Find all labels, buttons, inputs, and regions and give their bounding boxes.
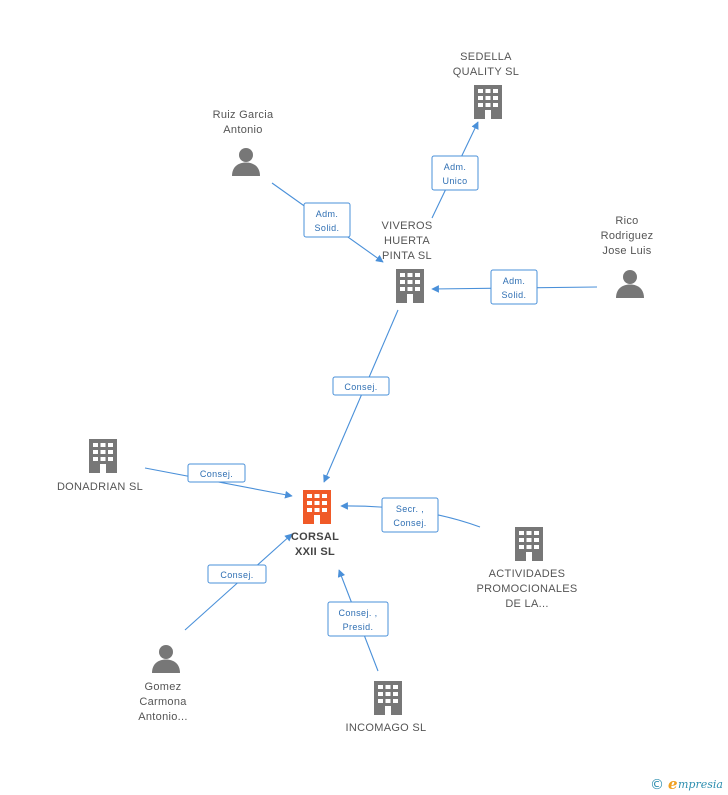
edge-label-line: Adm. — [444, 162, 467, 172]
edge-label-rico-viveros[interactable]: Adm. Solid. — [490, 269, 538, 305]
node-gomez-carmona[interactable]: Gomez Carmona Antonio... — [138, 645, 187, 723]
node-label-line: CORSAL — [291, 531, 339, 543]
node-label-line: VIVEROS — [381, 220, 432, 232]
node-sedella-quality[interactable]: SEDELLA QUALITY SL — [453, 51, 519, 119]
edge-label-line: Consej. — [344, 382, 377, 392]
node-label-line: DONADRIAN SL — [57, 481, 143, 493]
edge-label-ruiz-viveros[interactable]: Adm. Solid. — [303, 202, 351, 238]
node-label-line: Jose Luis — [602, 245, 651, 257]
node-label-line: Ruiz Garcia — [213, 109, 274, 121]
node-rico-rodriguez[interactable]: Rico Rodriguez Jose Luis — [601, 215, 654, 298]
node-incomago[interactable]: INCOMAGO SL — [346, 681, 427, 734]
edge-label-incomago-corsal[interactable]: Consej. , Presid. — [327, 601, 389, 637]
building-icon — [374, 681, 402, 715]
building-icon — [396, 269, 424, 303]
node-label-line: DE LA... — [505, 598, 548, 610]
edge-label-viveros-corsal[interactable]: Consej. — [332, 376, 390, 396]
node-label-line: SEDELLA — [460, 51, 512, 63]
edge-label-line: Adm. — [503, 276, 526, 286]
edge-label-line: Presid. — [343, 622, 374, 632]
copyright-icon: © — [650, 777, 664, 793]
person-icon — [232, 148, 260, 176]
building-icon — [303, 490, 331, 524]
node-viveros-huerta[interactable]: VIVEROS HUERTA PINTA SL — [381, 220, 432, 303]
empresia-logo: © e mpresia — [650, 775, 723, 793]
edge-label-line: Unico — [442, 176, 467, 186]
edge-line-viveros-corsal — [323, 309, 399, 483]
person-icon — [616, 270, 644, 298]
edge-label-line: Solid. — [315, 223, 340, 233]
node-label-line: Rodriguez — [601, 230, 654, 242]
building-icon — [474, 85, 502, 119]
node-label-line: HUERTA — [384, 235, 430, 247]
brand-e-letter: e — [668, 775, 678, 793]
person-icon — [152, 645, 180, 673]
edge-label-viveros-sedella[interactable]: Adm. Unico — [431, 155, 479, 191]
node-actividades-promocionales[interactable]: ACTIVIDADES PROMOCIONALES DE LA... — [476, 527, 577, 610]
node-ruiz-garcia[interactable]: Ruiz Garcia Antonio — [213, 109, 274, 176]
node-label-line: PINTA SL — [382, 250, 432, 262]
node-donadrian[interactable]: DONADRIAN SL — [57, 439, 143, 493]
node-label-line: INCOMAGO SL — [346, 722, 427, 734]
edge-label-line: Consej. — [200, 469, 233, 479]
node-label-line: Antonio — [223, 124, 262, 136]
edge-label-line: Solid. — [502, 290, 527, 300]
node-label-line: Gomez — [145, 681, 182, 693]
edge-label-line: Consej. — [393, 518, 426, 528]
edge-label-donadrian-corsal[interactable]: Consej. — [187, 463, 246, 483]
edge-label-line: Consej. — [220, 570, 253, 580]
node-label-line: PROMOCIONALES — [476, 583, 577, 595]
edge-label-line: Adm. — [316, 209, 339, 219]
edge-label-line: Consej. , — [338, 608, 377, 618]
building-icon — [515, 527, 543, 561]
building-icon — [89, 439, 117, 473]
node-label-line: Rico — [615, 215, 638, 227]
edge-label-line: Secr. , — [396, 504, 424, 514]
node-label-line: Carmona — [139, 696, 187, 708]
node-label-line: QUALITY SL — [453, 66, 519, 78]
node-label-line: XXII SL — [295, 546, 335, 558]
node-label-line: Antonio... — [138, 711, 187, 723]
node-label-line: ACTIVIDADES — [489, 568, 566, 580]
node-corsal-focus[interactable]: CORSAL XXII SL — [291, 490, 339, 558]
edge-label-actividades-corsal[interactable]: Secr. , Consej. — [381, 497, 439, 533]
brand-name: mpresia — [678, 778, 723, 791]
edge-label-gomez-corsal[interactable]: Consej. — [207, 564, 267, 584]
